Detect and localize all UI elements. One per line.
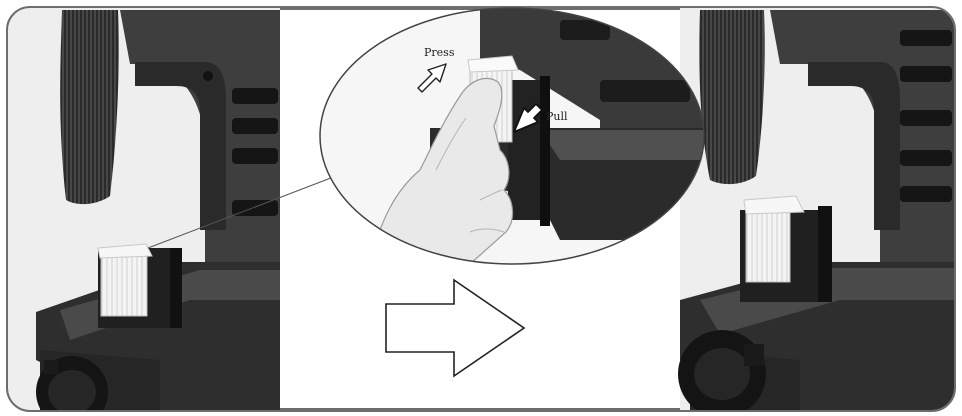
power-cord-coil	[699, 10, 764, 184]
device-after	[678, 8, 954, 416]
white-clip	[746, 210, 790, 282]
press-label: Press	[424, 46, 455, 59]
pull-label: Pull	[546, 110, 568, 123]
power-cord-coil	[60, 10, 119, 204]
device-before	[8, 8, 280, 416]
white-clip	[101, 254, 147, 316]
